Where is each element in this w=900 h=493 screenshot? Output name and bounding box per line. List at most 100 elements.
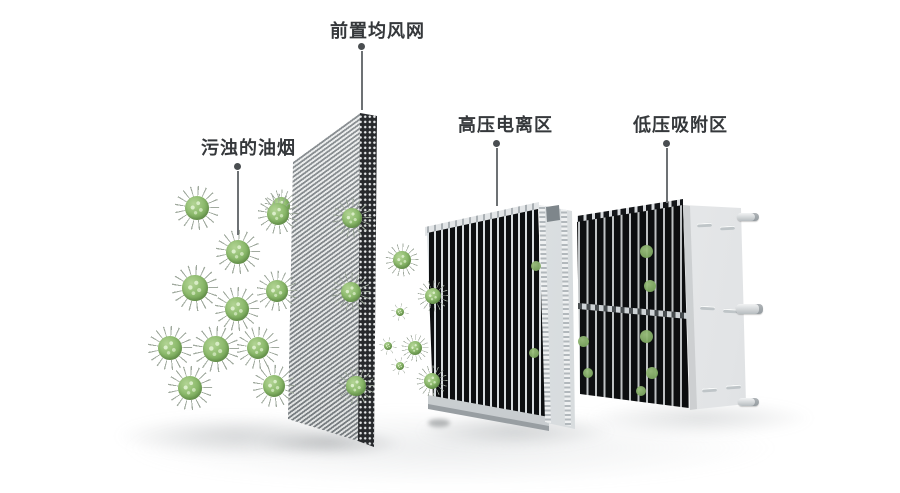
particle-spikes — [256, 270, 298, 312]
smoke-particle-icon — [214, 228, 262, 276]
label-dot — [663, 140, 670, 147]
smoke-particle-icon — [170, 263, 220, 313]
label-leader-line — [237, 171, 239, 235]
particle-body — [646, 367, 658, 379]
particle-spikes — [390, 302, 410, 322]
particle-spikes — [391, 357, 409, 375]
particle-texture — [246, 336, 270, 360]
particle-body — [384, 342, 392, 350]
trapped-particle — [529, 348, 539, 358]
mounting-peg-middle — [736, 304, 763, 314]
mounting-peg-bottom — [738, 398, 759, 406]
particle-spikes — [251, 363, 297, 409]
smoke-particle-icon — [384, 242, 420, 278]
particle-texture — [346, 376, 366, 396]
particle-body — [639, 244, 653, 258]
particle-texture — [267, 203, 289, 225]
particle-body — [182, 275, 208, 301]
label-dot — [234, 163, 241, 170]
trapped-particle — [583, 368, 593, 378]
panel-slot — [719, 225, 736, 231]
particle-texture — [423, 372, 441, 390]
particle-body — [340, 281, 362, 303]
particle-body — [423, 372, 441, 390]
particle-spikes — [384, 242, 420, 278]
particle-body — [267, 203, 289, 225]
particle-texture — [424, 287, 442, 305]
particle-texture — [407, 340, 423, 356]
particle-texture — [185, 196, 209, 220]
particle-spikes — [415, 364, 449, 398]
label-ionization-zone: 高压电离区 — [458, 115, 553, 135]
mesh-floor-shadow-dark — [255, 430, 405, 456]
particle-body — [529, 348, 539, 358]
adsorption-floor-shadow — [585, 400, 815, 436]
particle-body — [185, 196, 209, 220]
particle-body — [531, 261, 541, 271]
particle-body — [266, 280, 288, 302]
particle-spikes — [257, 193, 299, 235]
smoke-particle-icon — [331, 272, 371, 312]
particle-spikes — [337, 367, 375, 405]
smoke-particle-icon — [337, 367, 375, 405]
particle-spikes — [416, 279, 450, 313]
smoke-particle-icon — [191, 324, 241, 374]
panel-slot — [696, 222, 713, 228]
particle-spikes — [401, 334, 429, 362]
particle-body — [226, 240, 250, 264]
particle-body — [246, 336, 270, 360]
particle-body — [407, 340, 423, 356]
smoke-particle-icon — [390, 302, 410, 322]
particle-body — [203, 336, 229, 362]
particle-texture — [384, 342, 392, 350]
particle-body — [346, 376, 366, 396]
particle-body — [178, 376, 202, 400]
trapped-particle — [577, 335, 589, 347]
particle-texture — [158, 336, 182, 360]
particle-body — [644, 280, 656, 292]
label-leader-line — [666, 148, 668, 203]
trapped-particle — [531, 261, 541, 271]
particle-spikes — [379, 337, 397, 355]
particle-body — [396, 362, 404, 370]
label-dirty-smoke: 污浊的油烟 — [201, 138, 296, 158]
particle-texture — [203, 336, 229, 362]
smoke-particle-icon — [213, 285, 261, 333]
panel-slot — [699, 305, 716, 311]
particle-body — [636, 386, 646, 396]
particle-spikes — [173, 184, 221, 232]
label-dot — [358, 43, 365, 50]
particle-spikes — [170, 263, 220, 313]
smoke-particle-icon — [257, 193, 299, 235]
label-pre-mesh: 前置均风网 — [330, 21, 425, 41]
smoke-particle-icon — [332, 198, 372, 238]
smoke-particle-icon — [391, 357, 409, 375]
smoke-particle-icon — [416, 279, 450, 313]
particle-texture — [178, 376, 202, 400]
particle-texture — [266, 280, 288, 302]
particle-texture — [396, 362, 404, 370]
particle-spikes — [332, 198, 372, 238]
particle-body — [639, 329, 653, 343]
particle-spikes — [263, 188, 299, 224]
particle-body — [395, 307, 405, 317]
particle-body — [272, 197, 290, 215]
particle-spikes — [191, 324, 241, 374]
smoke-particle-icon — [173, 184, 221, 232]
smoke-particle-icon — [401, 334, 429, 362]
smoke-particle-icon — [263, 188, 299, 224]
label-leader-line — [496, 148, 498, 206]
particle-body — [262, 374, 286, 398]
mounting-peg-top — [737, 213, 759, 221]
particle-body — [225, 297, 249, 321]
label-dot — [493, 140, 500, 147]
particle-texture — [182, 275, 208, 301]
smoke-particle-icon — [379, 337, 397, 355]
particle-texture — [272, 197, 290, 215]
label-adsorption-zone: 低压吸附区 — [633, 115, 728, 135]
panel-slot — [725, 384, 742, 390]
smoke-particle-icon — [146, 324, 194, 372]
label-leader-line — [361, 51, 363, 110]
smoke-particle-icon — [256, 270, 298, 312]
